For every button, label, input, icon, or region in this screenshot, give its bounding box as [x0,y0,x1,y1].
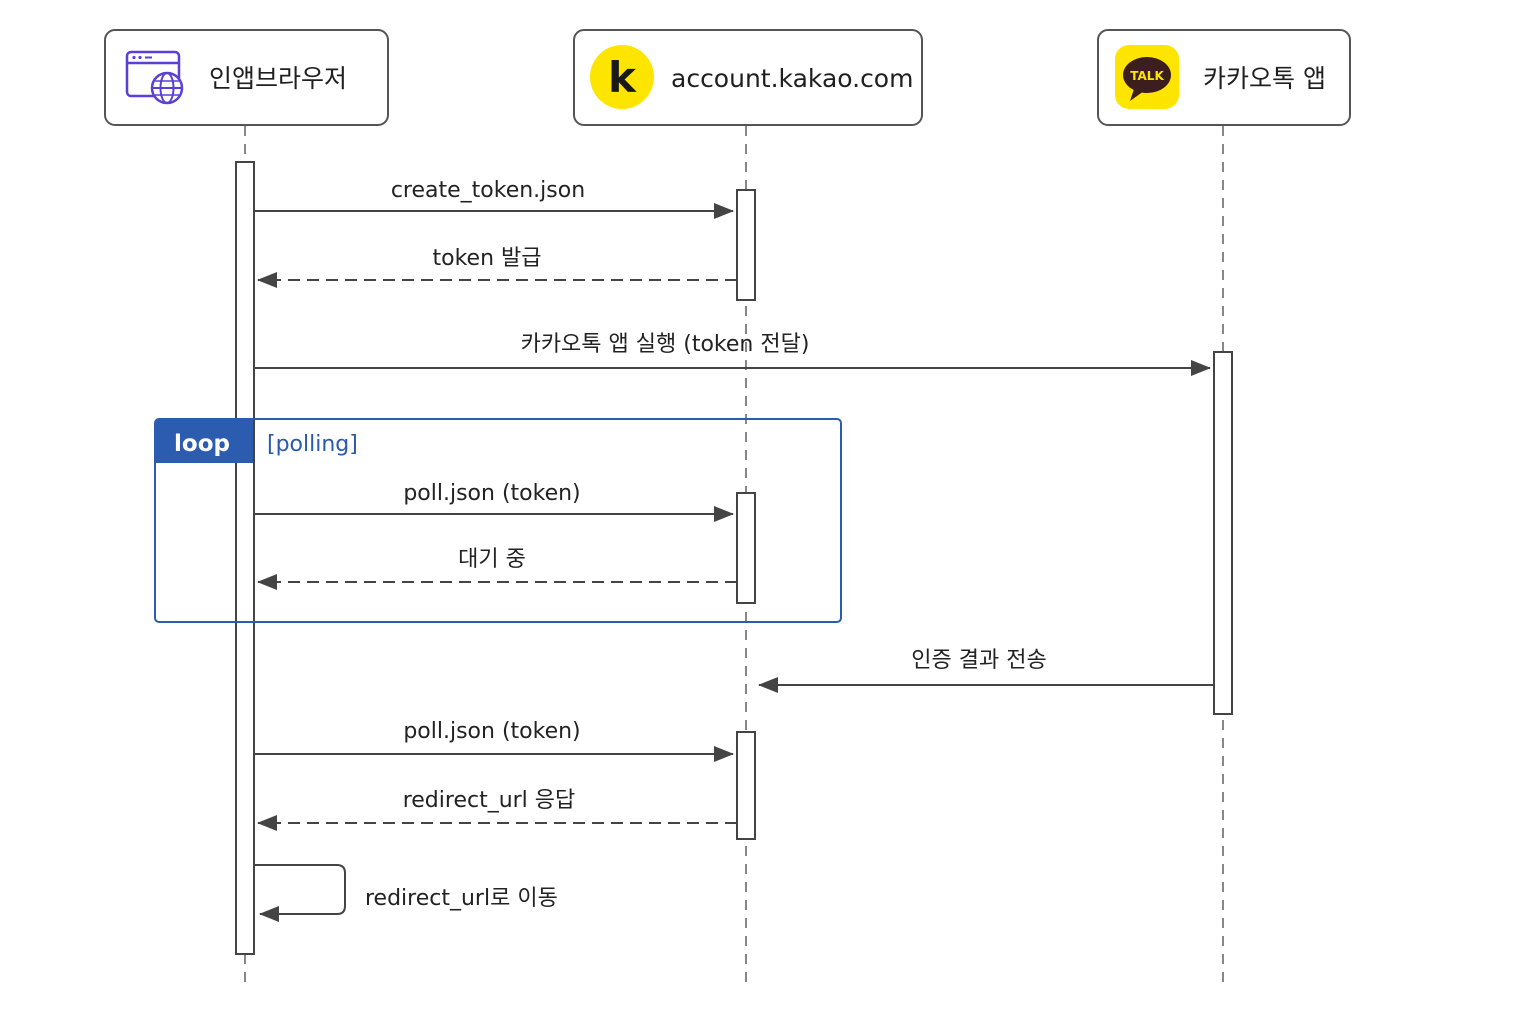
activation-kakao-account-3 [736,731,756,840]
message-redirect-self: redirect_url로 이동 [254,864,558,922]
loop-tag: loop [174,431,230,457]
loop-frame: loop [polling] [154,418,842,623]
message-poll-1-label: poll.json (token) [403,481,580,506]
message-create-token: create_token.json [254,178,734,219]
message-auth-result: 인증 결과 전송 [758,648,1214,693]
participant-kakaotalk: TALK 카카오톡 앱 [1097,29,1351,126]
participant-browser-label: 인앱브라우저 [209,64,347,93]
kakao-k-icon: k [590,45,654,109]
message-auth-result-label: 인증 결과 전송 [911,648,1046,673]
message-poll-2-label: poll.json (token) [403,719,580,744]
message-token-issued: token 발급 [257,246,737,288]
activation-kakao-account-1 [736,189,756,301]
message-waiting: 대기 중 [257,547,737,590]
participant-kakao-account-label: account.kakao.com [671,64,913,93]
participant-browser: 인앱브라우저 [104,29,389,126]
message-poll-2: poll.json (token) [254,719,734,762]
message-redirect-response: redirect_url 응답 [257,788,737,831]
message-launch-kakaotalk: 카카오톡 앱 실행 (token 전달) [254,332,1211,376]
activation-kakaotalk [1213,351,1233,715]
activation-kakao-account-2 [736,492,756,604]
message-waiting-label: 대기 중 [458,547,526,572]
participant-kakao-account: k account.kakao.com [573,29,923,126]
kakaotalk-talk-text: TALK [1130,69,1164,83]
loop-condition: [polling] [267,432,358,457]
message-launch-kakaotalk-label: 카카오톡 앱 실행 (token 전달) [521,332,810,357]
message-token-issued-label: token 발급 [433,246,542,271]
message-create-token-label: create_token.json [391,178,585,203]
message-redirect-response-label: redirect_url 응답 [403,788,576,813]
kakao-k-letter: k [608,53,637,102]
activation-browser [235,161,255,955]
participant-kakaotalk-label: 카카오톡 앱 [1203,64,1326,93]
message-redirect-self-label: redirect_url로 이동 [365,886,558,911]
message-poll-1: poll.json (token) [254,481,734,522]
browser-globe-icon [125,50,184,105]
kakaotalk-talk-icon: TALK [1115,45,1179,109]
